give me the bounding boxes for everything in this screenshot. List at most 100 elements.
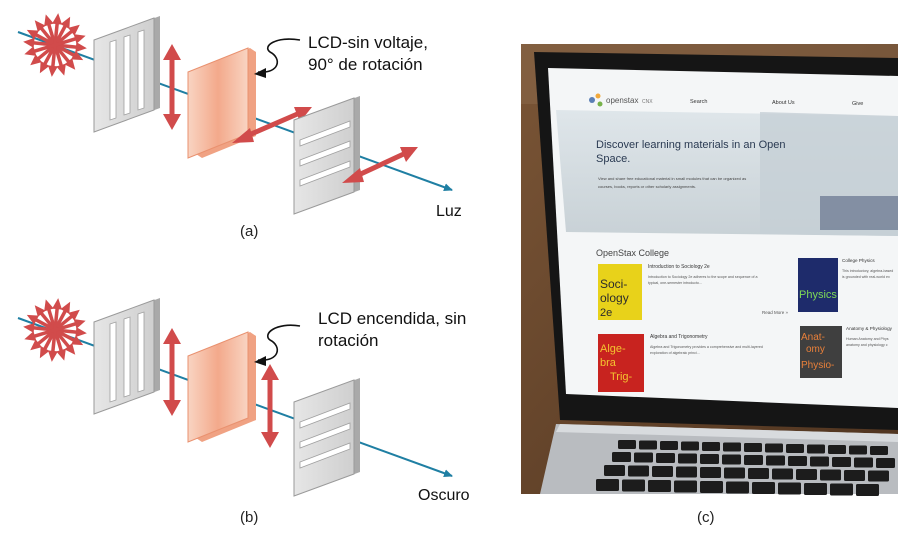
- lcd-label-a-line1: LCD-sin voltaje,: [308, 33, 428, 52]
- keyboard-key: [830, 483, 853, 496]
- star-ray: [30, 36, 80, 54]
- book-desc-sociology-2: typical, one-semester introducto...: [648, 281, 702, 285]
- book-title-sociology[interactable]: Introduction to Sociology 2e: [648, 264, 710, 270]
- keyboard-key: [726, 481, 749, 494]
- star-ray-head: [75, 327, 87, 338]
- book-desc-physics-1: This introductory, algebra-based: [842, 269, 893, 273]
- screen-brand-suffix: CNX: [642, 99, 653, 105]
- star-ray-head: [44, 299, 54, 312]
- screen-book-sociology[interactable]: Soci- ology 2e Introduction to Sociology…: [598, 264, 758, 320]
- screen-read-more[interactable]: Read More »: [762, 310, 789, 315]
- keyboard-key: [788, 456, 807, 466]
- screen-book-anatomy[interactable]: Anat- omy Physio- Anatomy & Physiology H…: [800, 326, 893, 378]
- star-ray-head: [73, 34, 86, 44]
- keyboard-key: [678, 453, 697, 464]
- keyboard-key: [765, 443, 783, 453]
- keyboard-key: [639, 440, 657, 450]
- star-ray-head: [60, 16, 71, 29]
- star-ray-head: [75, 42, 87, 53]
- star-ray-head: [34, 20, 46, 32]
- vertical-polarizer-b: [93, 298, 160, 415]
- screen-hero-title-line2: Space.: [596, 153, 630, 165]
- keyboard-key: [820, 469, 841, 481]
- horizontal-polarizer-a: [293, 96, 360, 215]
- lcd-cell-b: [187, 331, 256, 443]
- polarization-arrow-rotated-a2: [342, 147, 418, 183]
- screen-nav-search[interactable]: Search: [690, 99, 707, 105]
- star-ray-head: [30, 54, 42, 66]
- star-ray-head: [39, 346, 50, 359]
- keyboard-key: [660, 441, 678, 450]
- cover-sociology-1: Soci-: [600, 277, 627, 291]
- star-ray-head: [71, 50, 84, 61]
- keyboard-key: [856, 484, 879, 496]
- star-ray-head: [71, 335, 84, 346]
- keyboard-key: [844, 470, 865, 481]
- keyboard-key: [648, 480, 671, 492]
- star-ray-head: [30, 339, 42, 351]
- star-ray-head: [23, 37, 35, 48]
- keyboard-key: [674, 480, 697, 493]
- polarization-arrow-vertical-b2: [261, 364, 279, 448]
- panel-a: LCD-sin voltaje, 90° de rotación Luz (a): [17, 13, 462, 240]
- cover-algebra-2: bra: [600, 357, 617, 369]
- pointer-line-b: [257, 324, 301, 361]
- screen-nav-give[interactable]: Give: [852, 101, 863, 107]
- screen-book-algebra[interactable]: Alge- bra Trig- Algebra and Trigonometry…: [598, 334, 763, 392]
- cover-anatomy-1: Anat-: [801, 332, 825, 343]
- keyboard-key: [832, 457, 851, 467]
- cover-anatomy-2: omy: [806, 344, 825, 355]
- polarization-arrow-vertical-b1: [163, 328, 181, 416]
- caption-c: (c): [697, 509, 715, 526]
- keyboard-key: [772, 468, 793, 480]
- star-ray-head: [52, 298, 63, 310]
- panel-b: LCD encendida, sin rotación Oscuro (b): [17, 298, 470, 526]
- laptop-keyboard: [596, 440, 895, 496]
- star-ray-head: [47, 350, 58, 362]
- keyboard-key: [628, 465, 649, 477]
- keyboard-key: [702, 442, 720, 451]
- keyboard-key: [656, 453, 675, 463]
- star-ray-head: [24, 331, 37, 341]
- star-ray-head: [44, 14, 54, 27]
- star-ray-head: [47, 65, 58, 77]
- star-ray-head: [60, 301, 71, 314]
- keyboard-key: [744, 455, 763, 465]
- keyboard-key: [748, 468, 769, 479]
- cover-algebra-1: Alge-: [600, 343, 626, 355]
- lcd-label-b-line2: rotación: [318, 331, 378, 350]
- keyboard-key: [804, 483, 827, 495]
- lcd-cell-a: [187, 47, 256, 159]
- keyboard-key: [724, 467, 745, 479]
- book-desc-anatomy-1: Human Anatomy and Phys: [846, 337, 889, 341]
- star-ray-head: [68, 24, 80, 36]
- keyboard-key: [700, 454, 719, 464]
- light-label-b: Oscuro: [418, 487, 470, 504]
- screen-hero-title-line1: Discover learning materials in an Open: [596, 139, 786, 151]
- keyboard-key: [622, 479, 645, 492]
- screen-nav-about[interactable]: About Us: [772, 100, 795, 106]
- keyboard-key: [876, 458, 895, 468]
- cover-sociology-3: 2e: [600, 307, 612, 319]
- book-title-physics[interactable]: College Physics: [842, 258, 875, 263]
- keyboard-key: [681, 441, 699, 451]
- star-ray-head: [26, 29, 39, 40]
- lcd-label-b-line1: LCD encendida, sin: [318, 309, 466, 328]
- keyboard-key: [868, 470, 889, 482]
- keyboard-key: [796, 469, 817, 480]
- caption-b: (b): [240, 509, 258, 526]
- keyboard-key: [744, 443, 762, 452]
- book-desc-physics-2: is grounded with real-world ex: [842, 275, 890, 279]
- star-ray-head: [68, 309, 80, 321]
- screen-hero-text-line2: courses, books, reports or other scholar…: [598, 184, 696, 189]
- screen-book-physics[interactable]: Physics College Physics This introductor…: [798, 258, 893, 312]
- book-title-anatomy[interactable]: Anatomy & Physiology: [846, 326, 893, 331]
- cover-algebra-3: Trig-: [610, 371, 633, 383]
- keyboard-key: [849, 445, 867, 455]
- caption-a: (a): [240, 223, 258, 240]
- keyboard-key: [766, 455, 785, 466]
- book-title-algebra[interactable]: Algebra and Trigonometry: [650, 334, 708, 340]
- light-label-a: Luz: [436, 203, 462, 220]
- keyboard-key: [596, 479, 619, 491]
